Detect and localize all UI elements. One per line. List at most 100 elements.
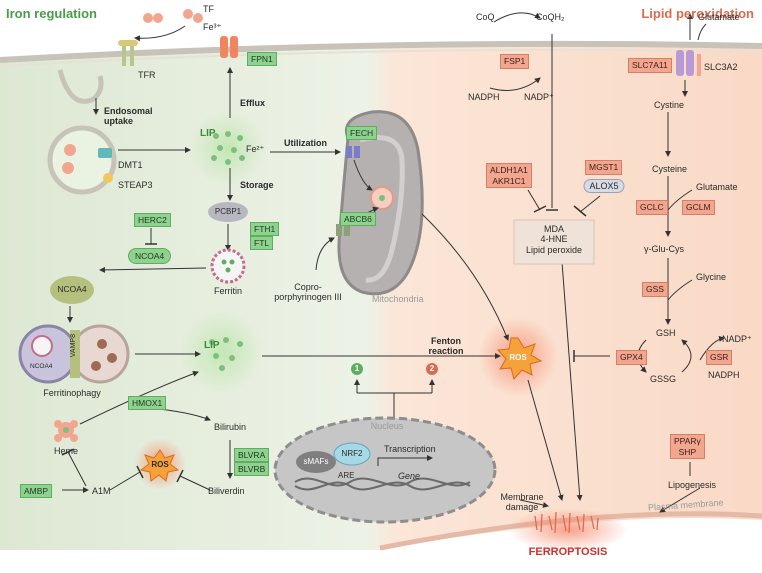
nadph-right-label: NADPH: [708, 370, 740, 380]
nadp-right-label: NADP⁺: [722, 334, 752, 344]
lipogenesis-label: Lipogenesis: [668, 480, 717, 490]
ppar-shp-box: PPARγ SHP: [670, 434, 705, 460]
autolysosome-icon: [18, 324, 130, 384]
gene-label: Gene: [398, 471, 421, 481]
fpn1-box: FPN1: [247, 52, 277, 67]
pcbp1-oval: [208, 202, 248, 222]
utilization-label: Utilization: [284, 138, 327, 148]
heme-label: Heme: [53, 446, 79, 456]
gclm-box: GCLM: [682, 200, 715, 215]
gsr-box: GSR: [706, 350, 733, 365]
endocytic-pit: [57, 69, 104, 104]
abcb6-transporter-icon: [336, 224, 350, 236]
gpx4-box: GPX4: [616, 350, 647, 365]
nucleus-label: Nucleus: [370, 421, 404, 431]
transcription-label: Transcription: [384, 444, 436, 454]
fech-transporter-icon: [346, 146, 360, 158]
mgst1-box: MGST1: [585, 160, 623, 175]
herc2-box: HERC2: [134, 213, 171, 228]
ambp-box: AMBP: [20, 484, 53, 499]
gclc-box: GCLC: [636, 200, 668, 215]
ggc-label: γ-Glu-Cys: [644, 244, 684, 254]
endosomal-uptake-label: Endosomal uptake: [104, 106, 153, 127]
heme-icon: [54, 420, 78, 442]
gssg-label: GSSG: [650, 374, 677, 384]
coproporphyrinogen-label: Copro- porphyrinogen III: [274, 282, 342, 303]
num1-circle: [351, 363, 363, 375]
aldh1a1-label: ALDH1A1: [490, 165, 528, 175]
fenton-reaction-label: Fenton reaction: [428, 336, 464, 357]
storage-label: Storage: [240, 180, 274, 190]
nadp-top-label: NADP⁺: [524, 92, 554, 102]
num2-circle: [426, 363, 438, 375]
title-iron-regulation: Iron regulation: [6, 6, 97, 21]
coqh2-label: CoQH₂: [536, 12, 565, 22]
smafs-oval: [296, 451, 336, 473]
are-label: ARE: [338, 471, 355, 480]
fth1-box: FTH1: [250, 222, 280, 237]
blvrb-box: BLVRB: [234, 462, 270, 477]
alox5-oval: ALOX5: [583, 179, 625, 194]
slc7a11-transporter-icon: [676, 23, 707, 76]
tf-label: TF: [203, 4, 214, 14]
ros-small-label: ROS: [151, 460, 169, 469]
nadph-top-label: NADPH: [468, 92, 500, 102]
ros-small-star: [139, 449, 180, 482]
slc3a2-label: SLC3A2: [704, 62, 738, 72]
ncoa4-blob-label: NCOA4: [57, 284, 87, 294]
ncoa4-small-label: NCOA4: [30, 363, 53, 370]
cell-interior: [0, 45, 762, 550]
title-lipid-peroxidation: Lipid peroxidation: [641, 6, 754, 21]
glutamate-top-label: Glutamate: [698, 12, 740, 22]
glycine-label: Glycine: [696, 272, 727, 282]
fe2-label: Fe²⁺: [246, 144, 265, 154]
membrane-damage-label: Membrane damage: [500, 492, 544, 513]
mda-box: [513, 219, 595, 265]
lip-dots-middle: [209, 337, 243, 371]
fe3-top-label: Fe³⁺: [203, 22, 222, 32]
num1-label: 1: [354, 364, 360, 373]
ferritin-icon: [210, 248, 246, 284]
abcb6-box: ABCB6: [340, 212, 376, 227]
gss-box: GSS: [642, 282, 668, 297]
tfr-receptor-icon: [118, 40, 138, 66]
ncoa4-blob: [50, 276, 94, 304]
gsh-label: GSH: [656, 328, 676, 338]
slc7a11-box: SLC7A11: [628, 58, 672, 73]
fech-box: FECH: [346, 126, 378, 141]
transferrin-icon: [143, 9, 203, 23]
ferroptosis-label: FERROPTOSIS: [528, 546, 608, 558]
dmt1-label: DMT1: [118, 160, 143, 170]
nrf2-label: NRF2: [341, 449, 363, 458]
plasma-membrane-outer: [0, 40, 762, 63]
vamp8-label: VAMP8: [70, 334, 77, 358]
biliverdin-label: Biliverdin: [208, 486, 245, 496]
tfr-label: TFR: [138, 70, 156, 80]
nrf2-oval: [333, 442, 371, 466]
bilirubin-label: Bilirubin: [213, 422, 247, 432]
glutamate2-label: Glutamate: [696, 182, 738, 192]
plasma-membrane-inner: [0, 48, 762, 67]
endosome-icon: [47, 125, 117, 195]
ftl-box: FTL: [250, 236, 274, 251]
lip-label-top: LIP: [200, 128, 216, 139]
membrane-damage-icon: [534, 511, 599, 534]
cysteine-label: Cysteine: [652, 164, 688, 174]
fsp1-box: FSP1: [500, 54, 530, 69]
a1m-label: A1M: [92, 486, 111, 496]
steap3-label: STEAP3: [118, 180, 153, 190]
nucleus: [273, 416, 497, 524]
lip-glow-1: [190, 110, 266, 186]
smafs-label: sMAFs: [303, 457, 329, 466]
lip-glow-2: [180, 310, 264, 394]
pcbp1-label: PCBP1: [214, 207, 242, 216]
fpn1-channel-icon: [220, 36, 238, 58]
blvra-box: BLVRA: [234, 448, 270, 463]
mitochondria-label: Mitochondria: [372, 294, 424, 304]
cystine-label: Cystine: [654, 100, 685, 110]
num2-label: 2: [429, 364, 435, 373]
coq-label: CoQ: [476, 12, 495, 22]
